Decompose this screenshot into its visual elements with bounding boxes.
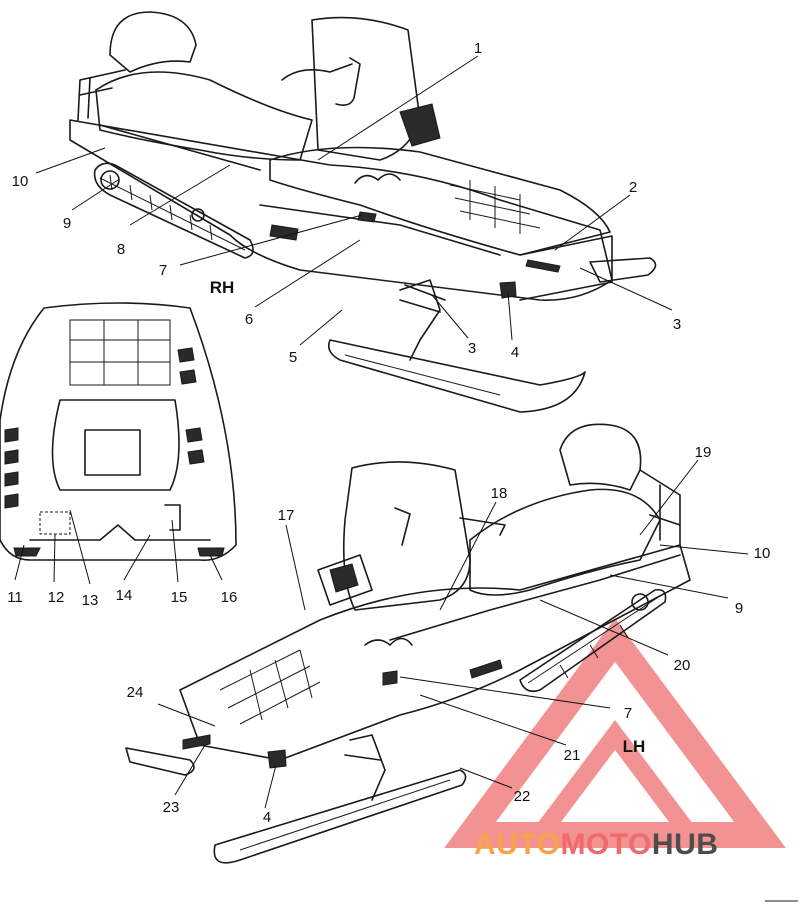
snowmobile-right-side [69,11,657,413]
callout-15: 15 [171,589,188,606]
callout-24: 24 [127,684,144,701]
callout-6: 6 [245,311,253,328]
callout-12: 12 [48,589,65,606]
callout-17: 17 [278,507,295,524]
callout-8: 8 [117,241,125,258]
watermark-logo [444,618,786,848]
callout-7-lh: 7 [624,705,632,722]
callout-10-lh: 10 [754,545,771,562]
callout-9-lh: 9 [735,600,743,617]
callout-10: 10 [12,173,29,190]
callout-numbers-bottom: 17 18 19 10 9 20 7 21 22 4 23 24 LH [127,444,771,826]
callout-numbers-top: 1 2 3 3 4 5 6 7 8 9 10 RH [12,40,682,366]
callout-23: 23 [163,799,180,816]
callout-4: 4 [511,344,519,361]
hood-top-view [0,302,237,562]
callout-3: 3 [673,316,681,333]
callout-11: 11 [7,589,23,606]
callout-18: 18 [491,485,508,502]
side-label-lh: LH [623,737,646,756]
callout-7: 7 [159,262,167,279]
snowmobile-left-side [125,423,691,864]
callout-16: 16 [221,589,238,606]
callout-20: 20 [674,657,691,674]
callout-9: 9 [63,215,71,232]
callout-1: 1 [474,40,482,57]
callout-19: 19 [695,444,712,461]
callout-14: 14 [116,587,133,604]
watermark-moto: MOTO [560,828,651,861]
watermark-auto: AUTO [474,828,560,861]
callout-3: 3 [468,340,476,357]
callout-2: 2 [629,179,637,196]
leader-lines [14,55,749,809]
callout-5: 5 [289,349,297,366]
svg-text:AUTOMOTOHUB: AUTOMOTOHUB [474,828,718,861]
callout-13: 13 [82,592,99,609]
callout-numbers-hood: 11 12 13 14 15 16 [7,587,237,609]
callout-4-lh: 4 [263,809,271,826]
callout-22: 22 [514,788,531,805]
watermark-hub: HUB [652,828,719,861]
watermark-text: AUTOMOTOHUB [474,828,718,861]
callout-21: 21 [564,747,581,764]
side-label-rh: RH [210,278,235,297]
